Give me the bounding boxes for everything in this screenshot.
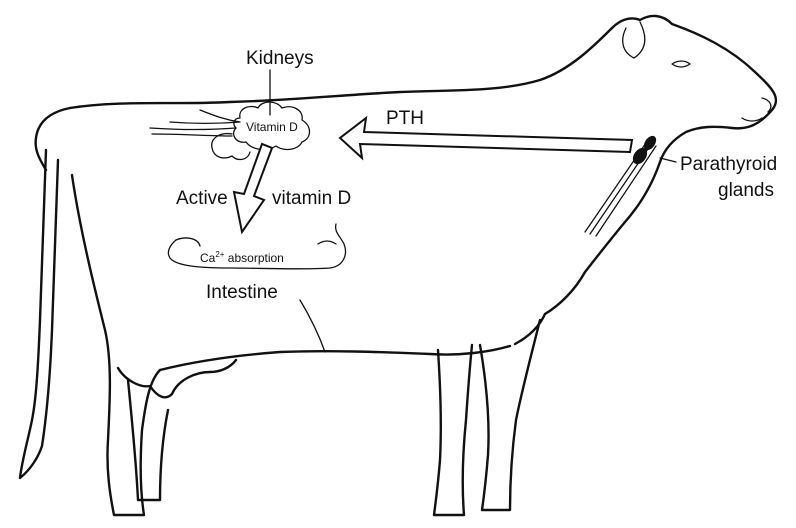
renal-vessels [150,110,240,136]
cow-eye [672,61,690,67]
active-label: Active [176,188,228,209]
cow-tail [20,150,58,478]
kidneys-structure [150,70,310,159]
intestine-label: Intestine [206,282,278,303]
ca-charge-text: 2+ [215,250,224,259]
cow-brisket [515,314,545,344]
pth-arrow [340,118,632,158]
active-vitamin-d-arrow [234,144,272,232]
cow-front-leg-rear [434,345,472,515]
cow-outline [20,16,776,515]
parathyroid-label-line2: glands [718,180,774,201]
absorption-text: absorption [224,251,283,265]
cow-neck-underside [545,162,660,314]
kidney-lobes [212,134,250,160]
pth-label: PTH [386,108,424,129]
cow-rump [36,108,70,170]
ca-text: Ca [200,251,216,265]
parathyroid-label-line1: Parathyroid [680,154,777,175]
cow-ear [623,22,645,58]
parathyroid-leader-line [660,158,676,162]
cow-belly [160,346,510,370]
cow-flank-crease [300,300,325,352]
cow-front-leg-front [480,320,540,510]
vitamin-d-active-label: vitamin D [272,188,351,209]
intestine-inner [176,238,336,246]
kidneys-label: Kidneys [246,48,314,69]
ca-absorption-label: Ca2+ absorption [200,250,284,265]
cow-hind-leg-rear [72,175,160,515]
vitamin-d-label: Vitamin D [246,120,298,134]
cow-muzzle [742,98,771,121]
